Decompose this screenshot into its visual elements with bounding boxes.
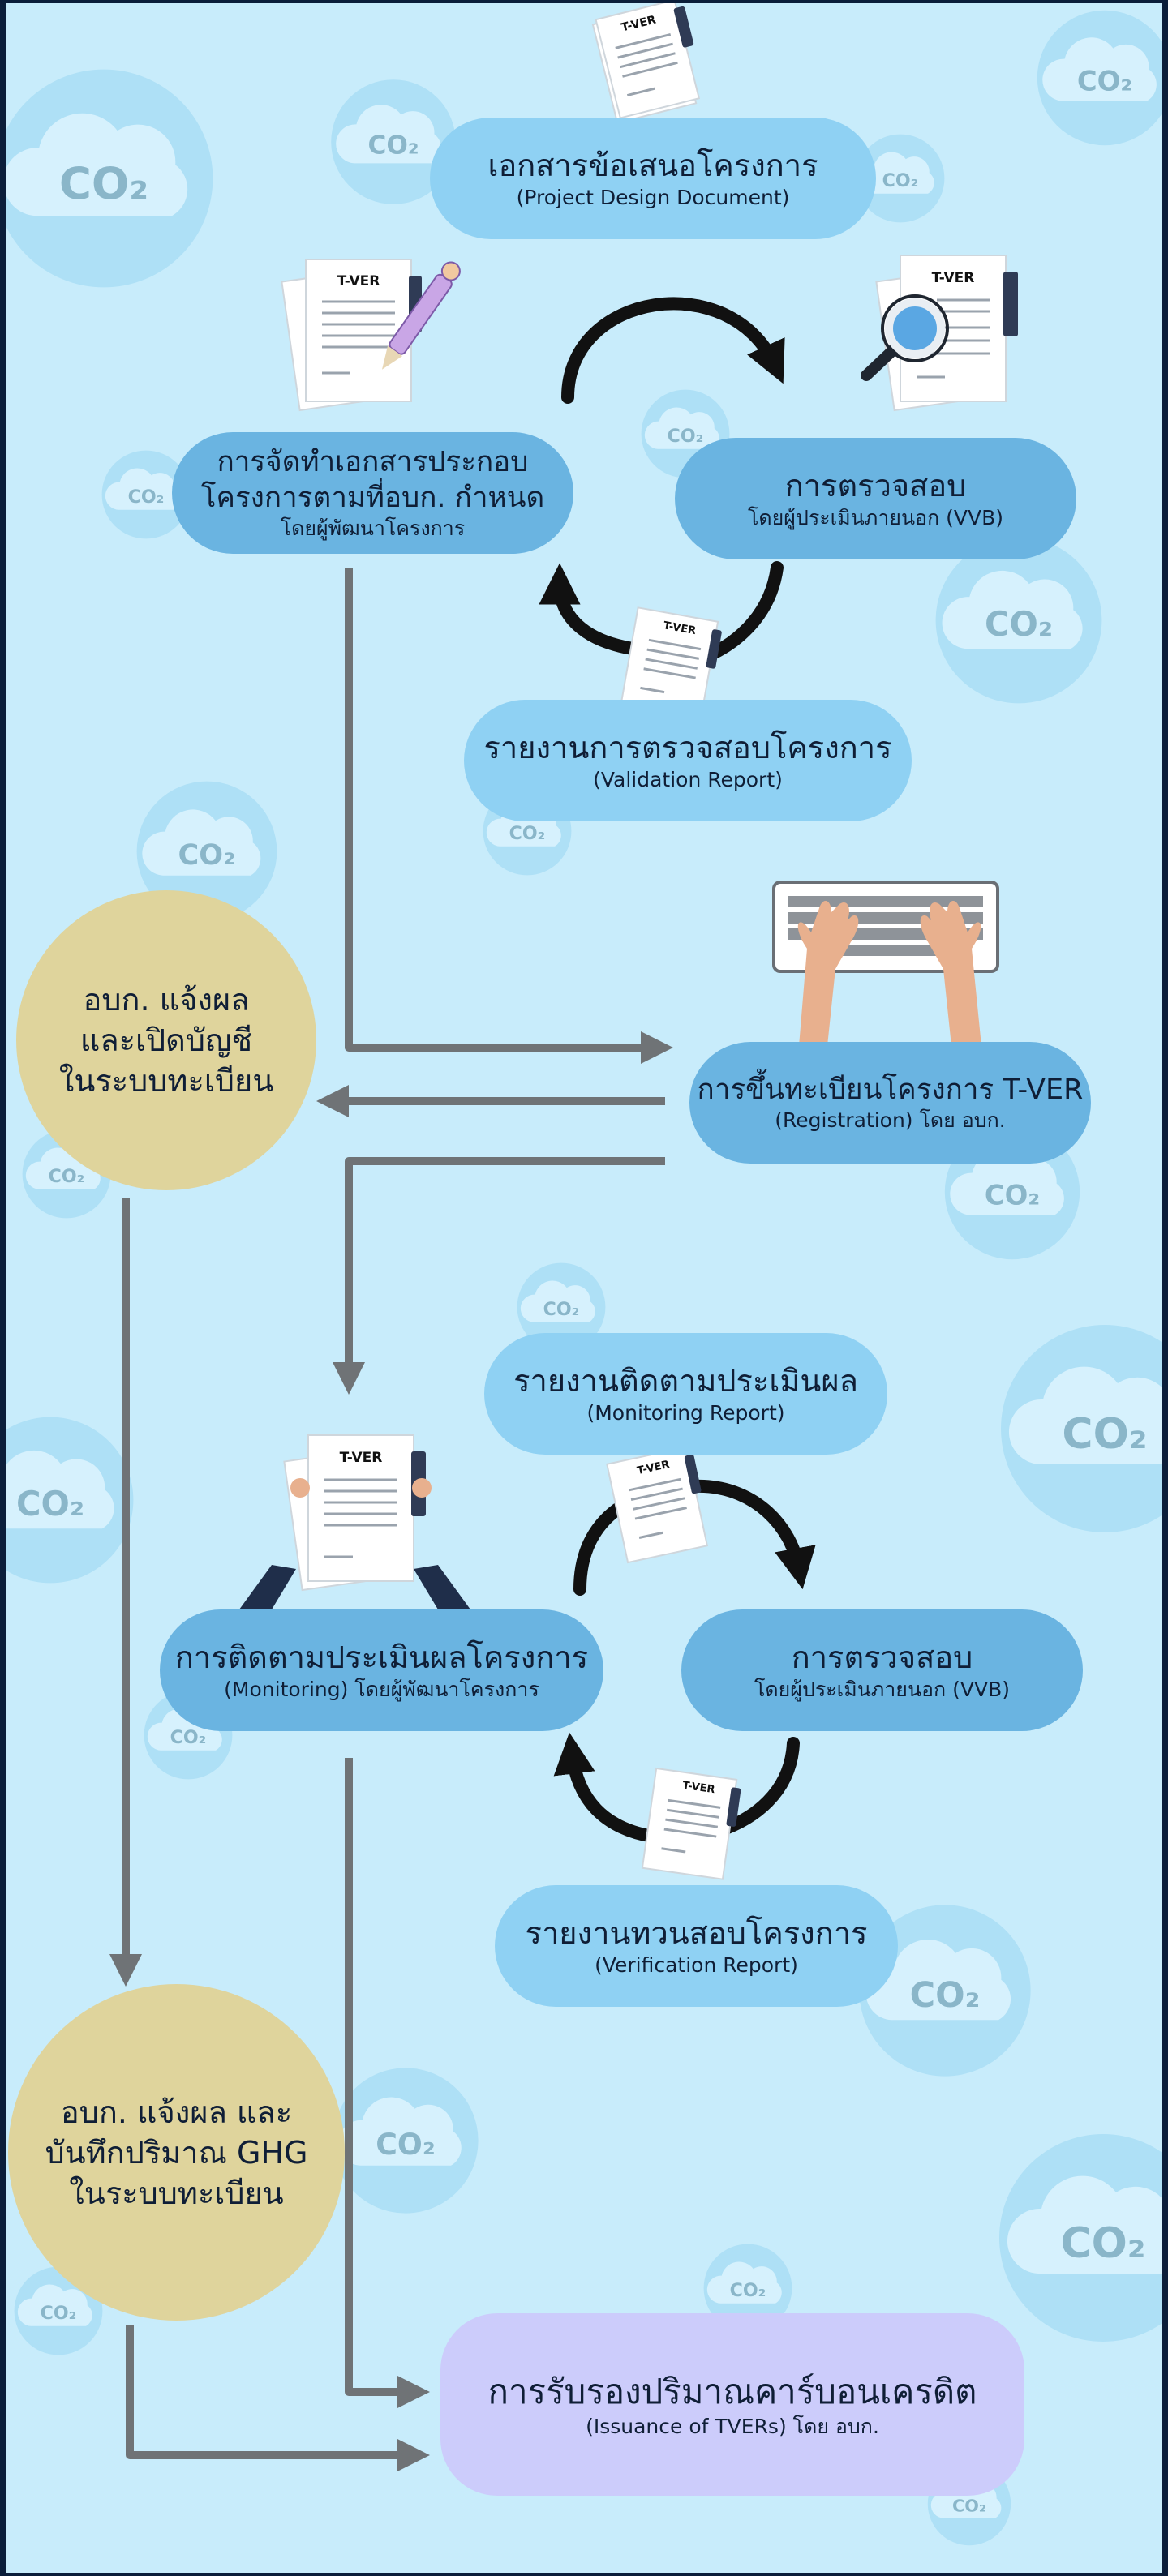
document-icon: T-VER <box>606 1446 709 1564</box>
cloud-co2-icon: CO₂ <box>0 1417 134 1584</box>
svg-text:CO₂: CO₂ <box>376 2127 436 2162</box>
node-title: การตรวจสอบ <box>784 468 967 504</box>
node-prepare-documents: การจัดทำเอกสารประกอบ โครงการตามที่อบก. ก… <box>172 432 573 554</box>
cloud-co2-icon: CO₂ <box>1037 10 1168 146</box>
svg-text:CO₂: CO₂ <box>1060 2219 1145 2268</box>
svg-text:CO₂: CO₂ <box>128 486 165 508</box>
cloud-co2-icon: CO₂ <box>703 2244 792 2333</box>
cloud-co2-icon: CO₂ <box>101 450 191 539</box>
cycle-arrow-report-to-prepare <box>539 563 639 655</box>
node-subtitle: (Validation Report) <box>593 768 783 791</box>
node-title: การติดตามประเมินผลโครงการ <box>174 1639 589 1675</box>
cloud-co2-icon: CO₂ <box>517 1262 606 1352</box>
svg-text:CO₂: CO₂ <box>952 2497 986 2516</box>
cloud-co2-icon: CO₂ <box>935 537 1102 704</box>
svg-text:T-VER: T-VER <box>340 1450 383 1466</box>
svg-text:CO₂: CO₂ <box>1062 1410 1147 1459</box>
node-title: รายงานการตรวจสอบโครงการ <box>483 730 892 765</box>
document-icon: T-VER <box>591 0 701 124</box>
node-title: เอกสารข้อเสนอโครงการ <box>487 148 818 183</box>
node-verification: การตรวจสอบ โดยผู้ประเมินภายนอก (VVB) <box>681 1609 1083 1731</box>
svg-text:CO₂: CO₂ <box>910 1975 981 2016</box>
arrow-notify-ghg-to-issuance <box>126 2325 430 2471</box>
node-subtitle: โดยผู้พัฒนาโครงการ <box>280 516 466 540</box>
node-registration: การขึ้นทะเบียนโครงการ T-VER (Registratio… <box>689 1042 1091 1164</box>
svg-text:T-VER: T-VER <box>932 270 975 286</box>
node-line2: และเปิดบัญชี <box>79 1022 253 1058</box>
node-subtitle: (Registration) โดย อบก. <box>775 1108 1006 1132</box>
cloud-co2-icon: CO₂ <box>859 1905 1031 2077</box>
node-notify-open-account: อบก. แจ้งผล และเปิดบัญชี ในระบบทะเบียน <box>16 890 316 1190</box>
svg-text:CO₂: CO₂ <box>178 838 236 872</box>
cloud-co2-icon: CO₂ <box>136 781 277 922</box>
cycle-arrow-prepare-to-validate <box>561 297 785 404</box>
node-notify-record-ghg: อบก. แจ้งผล และ บันทึกปริมาณ GHG ในระบบท… <box>8 1984 345 2321</box>
node-title-line2: โครงการตามที่อบก. กำหนด <box>200 482 545 514</box>
arrow-registration-to-monitoring <box>333 1157 665 1395</box>
svg-text:CO₂: CO₂ <box>882 170 919 191</box>
node-project-design-document: เอกสารข้อเสนอโครงการ (Project Design Doc… <box>430 118 876 239</box>
svg-text:T-VER: T-VER <box>681 1780 715 1796</box>
node-title: การรับรองปริมาณคาร์บอนเครดิต <box>487 2371 977 2411</box>
pen-icon <box>381 261 461 370</box>
svg-text:CO₂: CO₂ <box>668 426 704 447</box>
node-subtitle: (Project Design Document) <box>516 186 790 209</box>
svg-text:CO₂: CO₂ <box>985 1180 1040 1211</box>
node-subtitle: (Issuance of TVERs) โดย อบก. <box>586 2414 879 2438</box>
svg-text:CO₂: CO₂ <box>49 1166 85 1187</box>
node-validation: การตรวจสอบ โดยผู้ประเมินภายนอก (VVB) <box>675 438 1076 559</box>
node-line1: อบก. แจ้งผล และ <box>60 2094 293 2130</box>
svg-text:CO₂: CO₂ <box>16 1484 84 1524</box>
svg-text:T-VER: T-VER <box>337 273 380 289</box>
node-subtitle: โดยผู้ประเมินภายนอก (VVB) <box>747 506 1003 529</box>
node-monitoring: การติดตามประเมินผลโครงการ (Monitoring) โ… <box>160 1609 603 1731</box>
node-title: การตรวจสอบ <box>791 1639 973 1675</box>
svg-text:T-VER: T-VER <box>663 619 697 637</box>
svg-text:CO₂: CO₂ <box>509 823 546 844</box>
cloud-co2-icon: CO₂ <box>999 2134 1168 2342</box>
node-title-line1: การจัดทำเอกสารประกอบ <box>217 446 529 478</box>
node-subtitle: (Monitoring) โดยผู้พัฒนาโครงการ <box>224 1678 539 1701</box>
cloud-co2-icon: CO₂ <box>0 69 213 288</box>
node-verification-report: รายงานทวนสอบโครงการ (Verification Report… <box>495 1885 898 2007</box>
svg-text:CO₂: CO₂ <box>170 1727 207 1748</box>
node-subtitle: โดยผู้ประเมินภายนอก (VVB) <box>754 1678 1010 1701</box>
node-issuance: การรับรองปริมาณคาร์บอนเครดิต (Issuance o… <box>440 2313 1024 2496</box>
cloud-co2-icon: CO₂ <box>856 134 945 223</box>
svg-text:CO₂: CO₂ <box>985 604 1053 644</box>
document-icon: T-VER <box>239 1434 470 1609</box>
svg-text:CO₂: CO₂ <box>730 2280 766 2301</box>
arrow-monitoring-to-issuance <box>345 1758 430 2408</box>
document-icon: T-VER <box>641 1767 741 1880</box>
node-title: การขึ้นทะเบียนโครงการ T-VER <box>697 1074 1084 1106</box>
node-validation-report: รายงานการตรวจสอบโครงการ (Validation Repo… <box>464 700 912 821</box>
cloud-co2-icon: CO₂ <box>331 79 456 204</box>
node-title: รายงานทวนสอบโครงการ <box>525 1915 868 1951</box>
node-line1: อบก. แจ้งผล <box>83 982 250 1018</box>
svg-text:CO₂: CO₂ <box>367 131 419 160</box>
svg-text:CO₂: CO₂ <box>59 157 148 209</box>
magnifier-icon <box>861 294 949 381</box>
node-subtitle: (Verification Report) <box>595 1953 798 1977</box>
cloud-co2-icon: CO₂ <box>1001 1325 1168 1532</box>
svg-text:CO₂: CO₂ <box>41 2303 77 2324</box>
node-title: รายงานติดตามประเมินผล <box>513 1363 858 1399</box>
arrow-prepare-to-registration <box>345 568 673 1064</box>
node-line2: บันทึกปริมาณ GHG <box>45 2134 308 2171</box>
hands-icon <box>797 900 981 1046</box>
document-icon: T-VER <box>619 606 722 722</box>
cycle-arrow-report-to-monitoring <box>553 1732 659 1843</box>
cloud-co2-icon: CO₂ <box>333 2068 479 2214</box>
svg-text:CO₂: CO₂ <box>543 1299 580 1320</box>
node-line3: ในระบบทะเบียน <box>58 1063 274 1099</box>
node-line3: ในระบบทะเบียน <box>69 2175 284 2211</box>
document-icon: T-VER <box>281 259 422 412</box>
node-subtitle: (Monitoring Report) <box>586 1401 785 1425</box>
svg-text:CO₂: CO₂ <box>1077 66 1132 97</box>
node-monitoring-report: รายงานติดตามประเมินผล (Monitoring Report… <box>484 1333 887 1455</box>
